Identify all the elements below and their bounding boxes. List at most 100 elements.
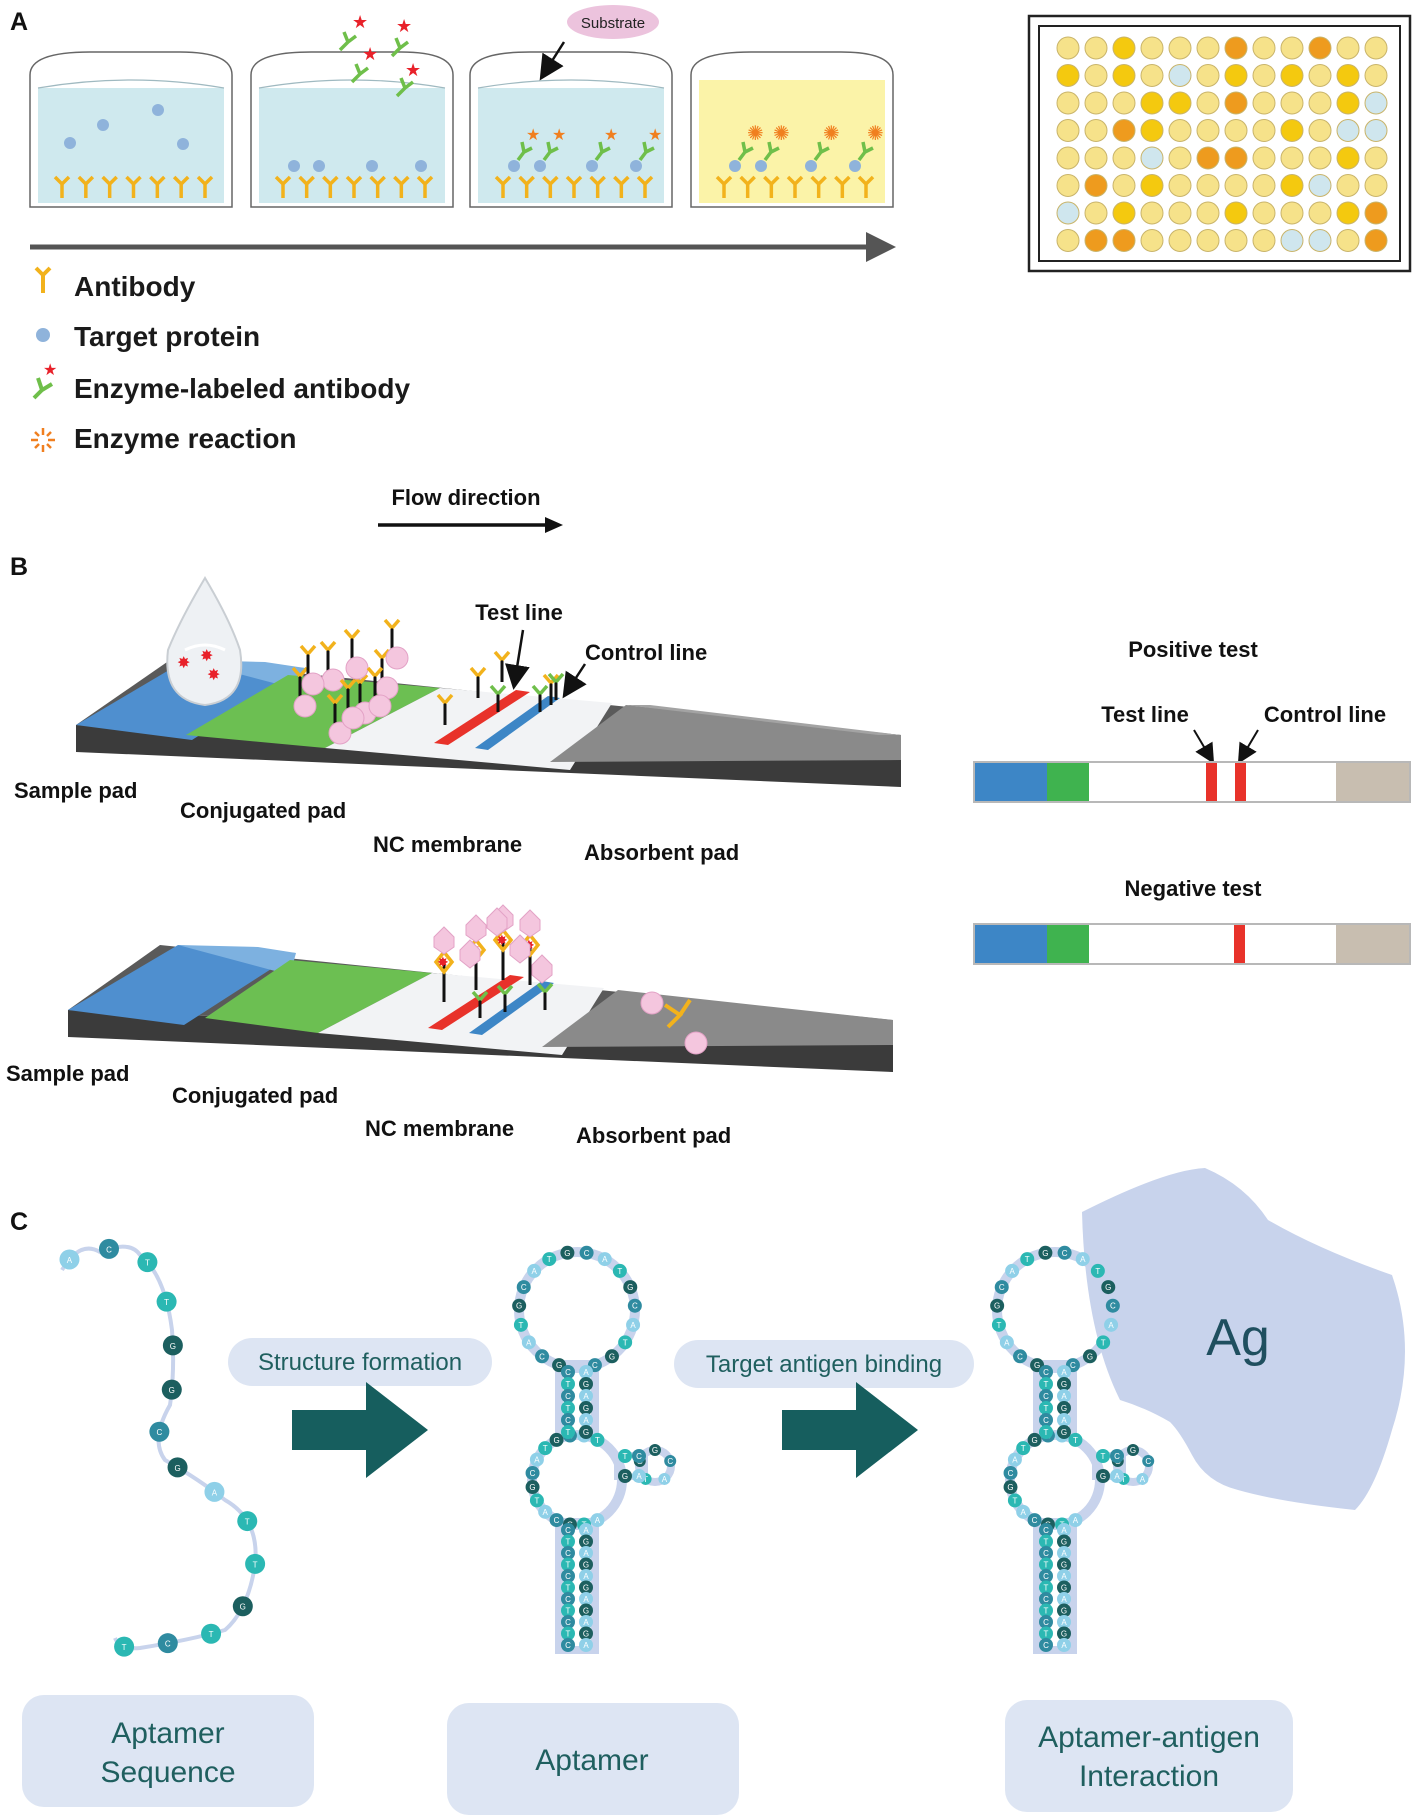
svg-text:C: C: [1114, 1452, 1120, 1461]
svg-text:C: C: [565, 1595, 571, 1604]
svg-text:T: T: [518, 1321, 523, 1330]
svg-text:A: A: [595, 1516, 601, 1525]
flow-arrow-head: [545, 517, 563, 533]
svg-text:G: G: [1061, 1561, 1067, 1570]
target-proteins-free: [64, 104, 189, 150]
svg-text:A: A: [1061, 1368, 1067, 1377]
svg-text:G: G: [1061, 1584, 1067, 1593]
svg-text:C: C: [1043, 1572, 1049, 1581]
svg-text:G: G: [994, 1302, 1000, 1311]
svg-text:T: T: [623, 1338, 628, 1347]
svg-text:C: C: [156, 1428, 162, 1437]
svg-text:T: T: [617, 1267, 622, 1276]
svg-text:A: A: [1114, 1472, 1120, 1481]
svg-text:T: T: [122, 1643, 127, 1652]
svg-text:T: T: [1044, 1538, 1049, 1547]
svg-text:C: C: [565, 1572, 571, 1581]
svg-text:A: A: [662, 1475, 668, 1484]
legend: Antibody Target protein ★ Enzyme-labeled…: [31, 266, 410, 454]
svg-text:A: A: [583, 1549, 589, 1558]
svg-text:T: T: [566, 1404, 571, 1413]
svg-text:✸: ✸: [496, 932, 508, 948]
svg-text:✺: ✺: [773, 123, 790, 145]
svg-text:G: G: [1061, 1380, 1067, 1389]
svg-text:G: G: [583, 1404, 589, 1413]
svg-text:✺: ✺: [747, 123, 764, 145]
svg-text:T: T: [643, 1475, 648, 1484]
antibody-icon: [34, 266, 52, 293]
aptamer-antigen-line2: Interaction: [1079, 1760, 1219, 1793]
svg-text:A: A: [636, 1472, 642, 1481]
panel-b-label: B: [10, 553, 28, 581]
negative-test-label: Negative test: [1125, 876, 1263, 901]
svg-text:G: G: [583, 1607, 589, 1616]
timeline-arrow-head: [866, 232, 896, 262]
svg-text:A: A: [602, 1255, 608, 1264]
svg-text:T: T: [566, 1584, 571, 1593]
control-line-arrow: [562, 663, 587, 699]
svg-text:C: C: [1043, 1595, 1049, 1604]
nc-membrane-label-top: NC membrane: [373, 832, 522, 857]
svg-text:C: C: [1110, 1302, 1116, 1311]
svg-text:T: T: [996, 1321, 1001, 1330]
svg-text:T: T: [245, 1518, 250, 1527]
legend-enzyme-reaction: Enzyme reaction: [74, 423, 297, 454]
aptamer-box-label: Aptamer: [535, 1744, 648, 1777]
legend-enzyme-antibody: Enzyme-labeled antibody: [74, 373, 410, 404]
svg-text:C: C: [565, 1368, 571, 1377]
svg-text:C: C: [584, 1249, 590, 1258]
aptamer-antigen-box: [1005, 1700, 1293, 1812]
svg-text:G: G: [1105, 1283, 1111, 1292]
enzyme-stars-floating: ★★ ★★: [352, 12, 421, 80]
svg-text:A: A: [1080, 1255, 1086, 1264]
nc-membrane-label-bottom: NC membrane: [365, 1116, 514, 1141]
svg-text:C: C: [1017, 1352, 1023, 1361]
absorbent-pad-label-top: Absorbent pad: [584, 840, 739, 865]
svg-text:T: T: [566, 1607, 571, 1616]
svg-text:T: T: [547, 1255, 552, 1264]
svg-text:C: C: [636, 1452, 642, 1461]
svg-text:C: C: [667, 1457, 673, 1466]
svg-text:T: T: [1044, 1630, 1049, 1639]
svg-text:G: G: [516, 1302, 522, 1311]
svg-text:✺: ✺: [823, 123, 840, 145]
svg-text:G: G: [652, 1446, 658, 1455]
svg-text:A: A: [1009, 1267, 1015, 1276]
svg-text:C: C: [539, 1352, 545, 1361]
svg-text:C: C: [1008, 1469, 1014, 1478]
svg-text:G: G: [583, 1380, 589, 1389]
aptamer-structure: GCATGCATGCATGCATGCATGCATGCATGCATGCATGCAT…: [512, 1245, 677, 1654]
svg-text:A: A: [1061, 1526, 1067, 1535]
svg-text:A: A: [1012, 1456, 1018, 1465]
svg-text:A: A: [1061, 1392, 1067, 1401]
target-binding-label: Target antigen binding: [706, 1351, 942, 1378]
svg-text:T: T: [1044, 1561, 1049, 1570]
svg-text:A: A: [1061, 1618, 1067, 1627]
svg-text:✸: ✸: [437, 954, 449, 970]
control-line-label-top: Control line: [585, 640, 707, 665]
svg-text:T: T: [1121, 1475, 1126, 1484]
svg-text:G: G: [627, 1283, 633, 1292]
svg-text:A: A: [212, 1488, 218, 1497]
substrate-bubble: [567, 5, 659, 39]
sample-pad-label-top: Sample pad: [14, 778, 137, 803]
svg-text:G: G: [1061, 1428, 1067, 1437]
svg-text:A: A: [526, 1338, 532, 1347]
substrate-arrow: [539, 41, 566, 81]
svg-text:A: A: [583, 1392, 589, 1401]
flow-direction-label: Flow direction: [391, 485, 540, 510]
absorbent-pad-label-bottom: Absorbent pad: [576, 1123, 731, 1148]
svg-text:T: T: [566, 1538, 571, 1547]
svg-text:T: T: [1021, 1444, 1026, 1453]
test-line-label-top: Test line: [475, 600, 563, 625]
svg-text:★: ★: [43, 362, 57, 379]
svg-text:G: G: [583, 1538, 589, 1547]
svg-text:A: A: [543, 1508, 549, 1517]
test-line-arrow: [505, 629, 530, 690]
panel-a-label: A: [10, 8, 28, 36]
svg-text:G: G: [529, 1483, 535, 1492]
conjugate-particles-top: [291, 618, 565, 745]
svg-text:T: T: [1044, 1584, 1049, 1593]
svg-text:C: C: [565, 1549, 571, 1558]
bound-complexes: ★★★★✺✺✺✺: [288, 123, 884, 172]
